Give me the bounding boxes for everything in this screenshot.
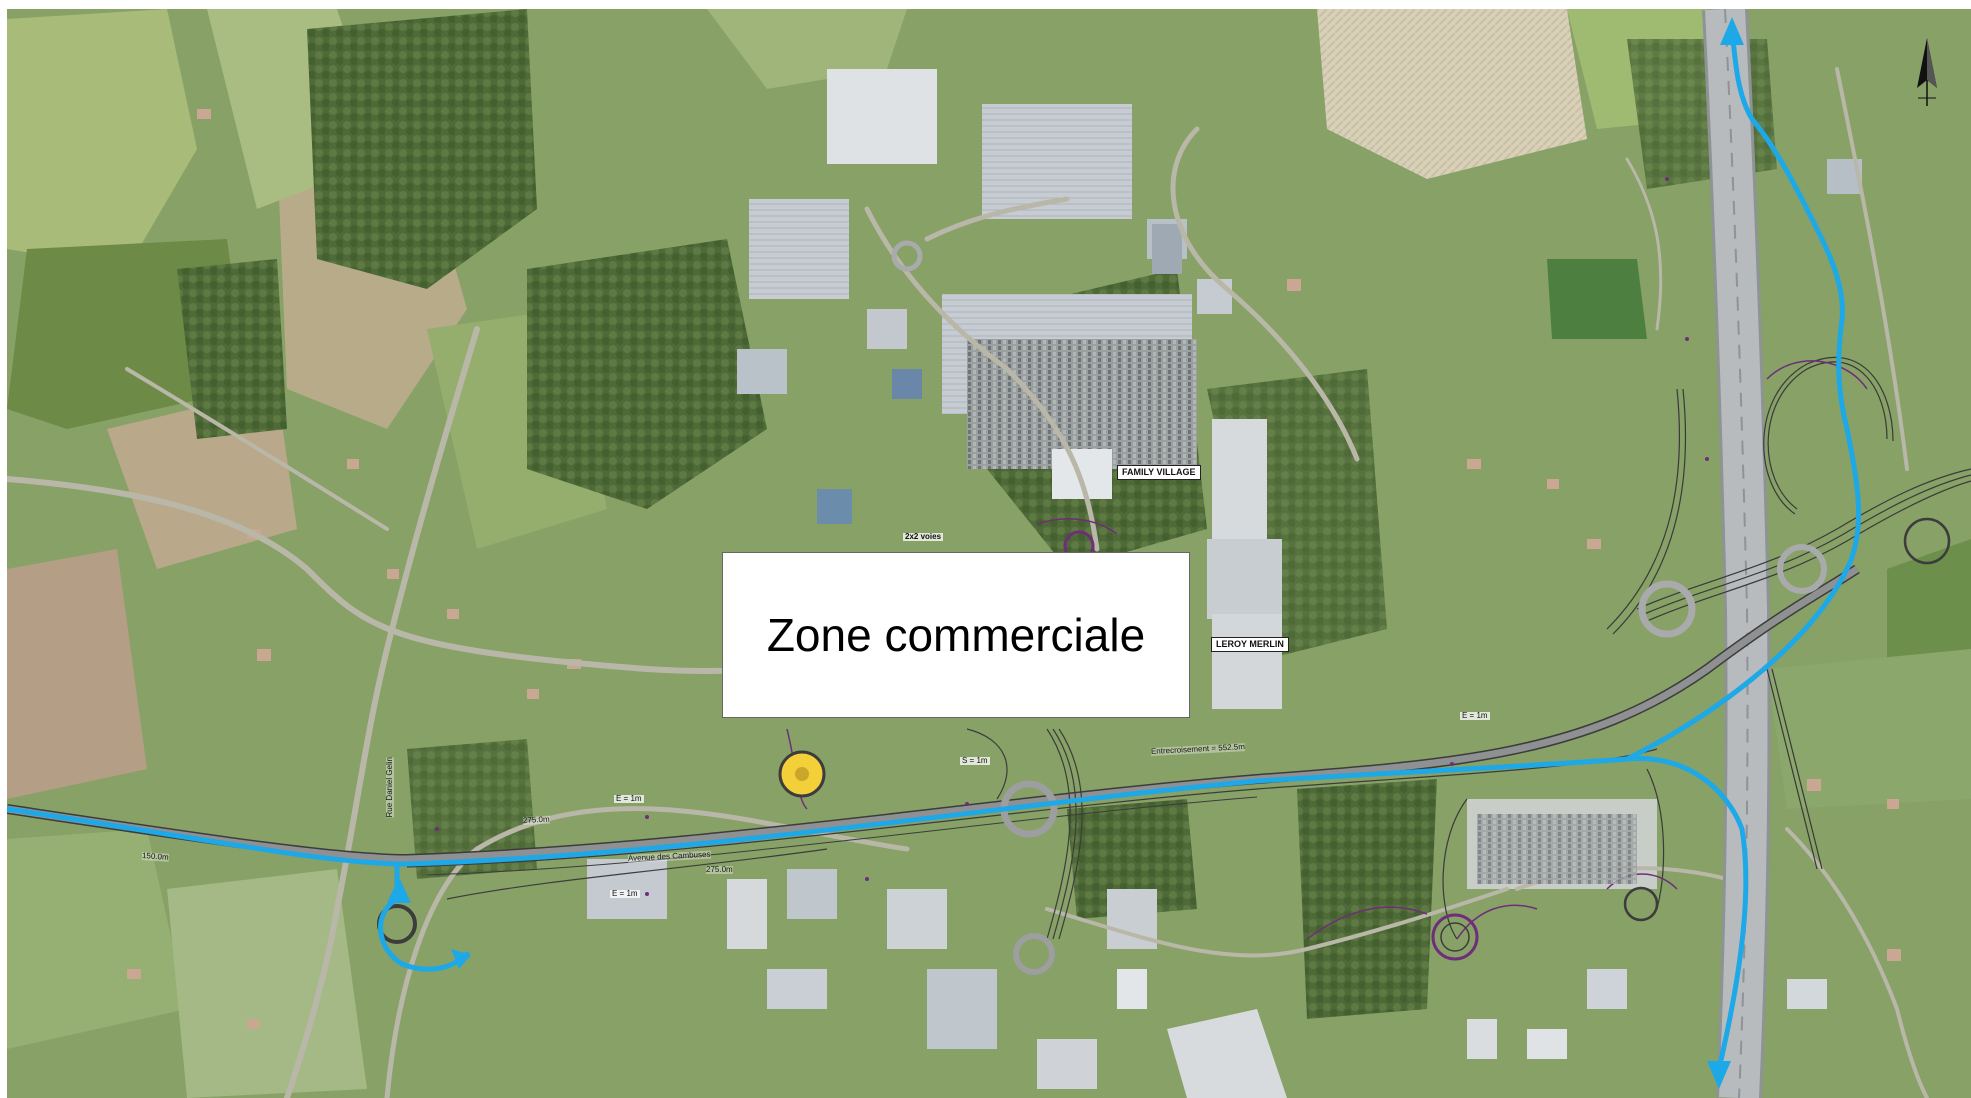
- route-arrows: [387, 17, 1744, 1089]
- label-family-village: FAMILY VILLAGE: [1117, 465, 1201, 480]
- arrow-head-icon: [451, 949, 471, 969]
- north-arrow-icon: [1917, 38, 1937, 106]
- motorway: [1702, 9, 1771, 1098]
- label-e1-east: E = 1m: [1460, 711, 1490, 720]
- label-2x2-lanes: 2x2 voies: [903, 532, 944, 541]
- bypass-road: [7, 564, 1860, 876]
- route-roundabout-exit: [378, 861, 470, 972]
- arrow-head-icon: [1720, 17, 1744, 45]
- survey-markers: [435, 177, 1709, 896]
- arrow-head-icon: [387, 877, 411, 903]
- label-e1-west: E = 1m: [614, 794, 644, 803]
- highlighted-route: [7, 26, 1861, 1072]
- label-distance-275-north: 275.0m: [522, 814, 550, 825]
- route-north: [1624, 26, 1861, 762]
- label-distance-275-south: 275.0m: [706, 865, 733, 874]
- zone-commerciale-title: Zone commerciale: [766, 609, 1146, 661]
- avenue-roads: [446, 728, 1083, 940]
- label-s1: S = 1m: [960, 756, 990, 765]
- label-e1-south: E = 1m: [610, 889, 640, 898]
- label-rue-daniel-gelin: Rue Daniel Gelin: [385, 757, 394, 818]
- interchange-design: [1442, 356, 1971, 940]
- houses-layer: [127, 109, 1901, 1029]
- arrow-head-icon: [1707, 1061, 1731, 1089]
- parking-southeast: [1477, 814, 1637, 884]
- route-westeast: [7, 756, 1749, 1072]
- label-leroy-merlin: LEROY MERLIN: [1211, 637, 1289, 652]
- zone-commerciale-box: Zone commerciale: [722, 552, 1190, 718]
- commercial-buildings: [737, 69, 1862, 709]
